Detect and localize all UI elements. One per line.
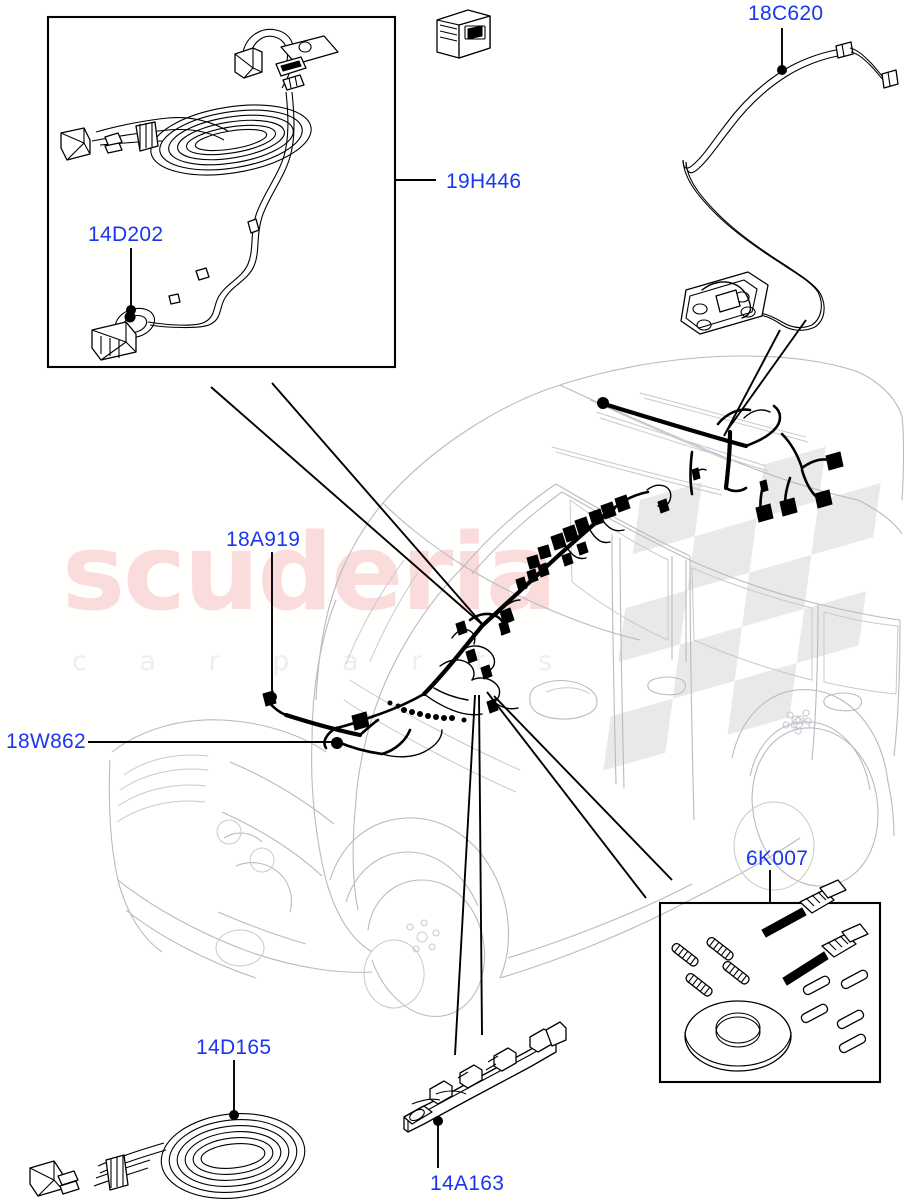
part-label-14d165[interactable]: 14D165 [196,1036,272,1059]
leader-lines-roof [723,319,807,437]
terminal-leads [761,879,869,986]
connector-cluster-pillar [515,494,631,592]
leader-lines-upper-to-vehicle [210,382,485,627]
part-label-18a919[interactable]: 18A919 [226,528,301,551]
vehicle-wiring-harness [262,397,844,758]
roof-lamp-assembly [680,271,769,335]
trim-switch-part [436,9,491,59]
leader-lines-14a163 [454,694,483,1056]
splice-sleeves [671,936,750,997]
wheel-hub-rear [782,709,816,735]
leader-18c620 [777,28,787,75]
cable-run-14d202 [147,91,295,329]
part-label-18c620[interactable]: 18C620 [748,2,824,25]
leader-18w862 [88,737,343,749]
connector-bracket-assembly [234,28,339,91]
bracket-14a163 [403,1021,567,1133]
inset-box-6k007 [658,870,882,1084]
leader-18a919 [267,552,277,702]
harness-leads-left [60,117,229,161]
leader-lines-6k007 [486,691,673,899]
part-label-14d202[interactable]: 14D202 [88,223,164,246]
leader-14d165 [229,1060,239,1120]
grommet-ring [684,1000,792,1072]
leader-14d202 [126,248,136,315]
inset-box-19h446 [46,15,397,369]
coiled-cable-19h446 [150,104,312,176]
connector-14d202 [91,307,156,361]
wheel-hub-front [406,919,440,953]
part-label-6k007[interactable]: 6K007 [746,847,809,870]
antenna-cable-18c620 [682,41,899,331]
pin-terminals [800,969,869,1054]
coiled-cable-14d165 [29,1113,306,1199]
part-label-18w862[interactable]: 18W862 [6,730,87,753]
leader-14a163 [433,1116,443,1168]
part-label-14a163[interactable]: 14A163 [430,1172,505,1195]
part-label-19h446[interactable]: 19H446 [446,170,522,193]
